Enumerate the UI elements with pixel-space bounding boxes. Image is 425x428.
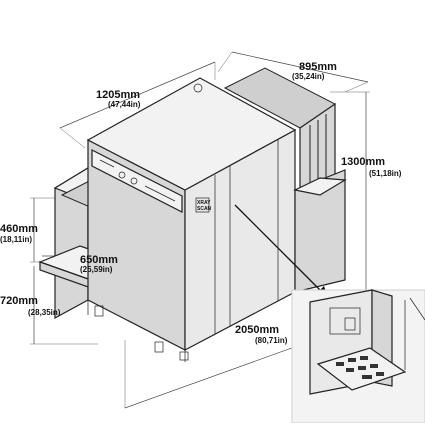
dimension-lines [30, 51, 376, 409]
overall-length-mm-label: 2050mm [235, 324, 279, 336]
brand-label-line1: XRAY [197, 200, 211, 206]
height-in-label: (51,18in) [369, 169, 402, 178]
control-console-inset [291, 289, 425, 424]
length-in-label: (47,44in) [108, 100, 141, 109]
conveyor-height-in-label: (28,35in) [28, 308, 61, 317]
main-cabinet: XRAY SCAN [86, 77, 297, 362]
inset-keyboard-keys [336, 356, 384, 379]
top-vent-cap [193, 83, 203, 93]
inset-monitor [329, 307, 361, 335]
brand-label-plate [195, 197, 210, 213]
tunnel-width-mm-label: 650mm [80, 254, 118, 266]
width-in-label: (35,24in) [292, 72, 325, 81]
height-mm-label: 1300mm [341, 156, 385, 168]
foot-2 [154, 341, 164, 353]
foot-1 [94, 305, 104, 317]
dimension-labels: 1205mm (47,44in) 895mm (35,24in) 1300mm … [0, 61, 402, 345]
tunnel-height-in-label: (18,11in) [0, 235, 32, 244]
overall-length-in-label: (80,71in) [255, 336, 288, 345]
tunnel-height-mm-label: 460mm [0, 223, 38, 235]
length-mm-label: 1205mm [96, 89, 140, 101]
foot-3 [179, 351, 189, 361]
tunnel-width-in-label: (25,59in) [80, 265, 113, 274]
conveyor-height-mm-label: 720mm [0, 295, 38, 307]
width-mm-label: 895mm [299, 61, 337, 73]
left-knob-icon-2 [130, 177, 138, 185]
left-knob-icon [118, 171, 126, 179]
inset-monitor-knob [344, 317, 356, 331]
right-conveyor-extension [223, 67, 347, 293]
brand-label-line2: SCAN [197, 206, 212, 212]
